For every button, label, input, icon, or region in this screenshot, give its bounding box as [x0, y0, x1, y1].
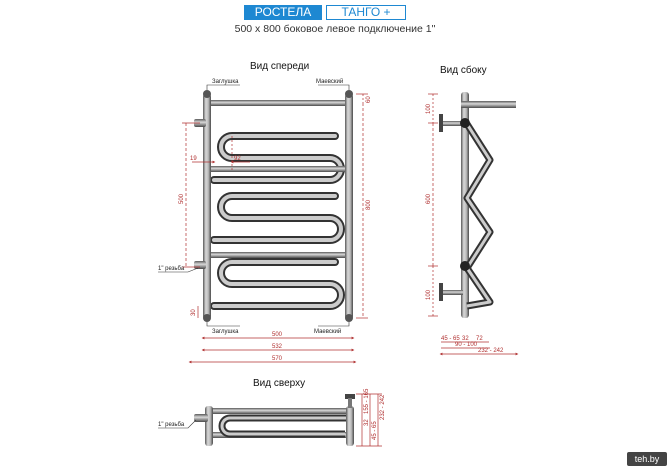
plug-bottom: [203, 314, 211, 322]
mayevsky-valve-top: [345, 90, 353, 98]
top-view-drawing: [158, 393, 382, 447]
side-dim-90-100: 90 - 100: [455, 342, 478, 348]
top-view-right-pipe: [346, 406, 354, 446]
mayevsky-valve-bottom: [345, 314, 353, 322]
brand-label: РОСТЕЛА: [244, 5, 322, 20]
plug-top: [203, 90, 211, 98]
top-view-title: Вид сверху: [253, 378, 306, 389]
side-dim-600: 600: [426, 193, 432, 204]
top-view-thread-label: 1" резьба: [158, 422, 185, 428]
side-bracket-bottom: [441, 290, 463, 295]
front-view-drawing: [158, 84, 368, 364]
top-dim-45-65: 45 - 65: [372, 421, 378, 440]
side-connection-bottom: [460, 261, 470, 271]
side-top-bar: [461, 101, 516, 108]
dim-19: 19: [190, 156, 197, 162]
top-view-left-pipe: [205, 406, 213, 446]
side-bracket-top: [441, 121, 463, 126]
side-dim-72: 72: [476, 336, 483, 342]
side-wall-flange-bottom: [439, 283, 443, 301]
dim-532: 532: [272, 344, 283, 350]
top-view-wall-flange: [345, 394, 355, 399]
side-dim-232-242: 232 - 242: [478, 348, 504, 354]
thread-label: 1" резьба: [158, 266, 185, 272]
plug-bottom-label: Заглушка: [212, 329, 239, 335]
side-view-drawing: [428, 92, 519, 356]
dim-800: 800: [366, 199, 372, 210]
dim-92: 92: [234, 156, 241, 162]
dim-30: 30: [191, 309, 197, 316]
right-upright-pipe: [345, 93, 353, 320]
crossbar-3: [207, 252, 353, 258]
top-dim-155-165: 155 - 165: [364, 388, 370, 414]
side-wall-flange-top: [439, 114, 443, 132]
top-view-coil: [218, 414, 348, 438]
top-crossbar: [207, 100, 353, 106]
watermark-logo: teh.by: [627, 452, 667, 466]
top-view-bar-upper: [208, 408, 352, 414]
top-dim-232-242: 232 - 242: [380, 394, 386, 420]
drawing-subtitle: 500 x 800 боковое левое подключение 1": [234, 23, 436, 35]
front-view-title: Вид спереди: [250, 61, 310, 72]
crossbar-2: [207, 166, 353, 172]
valve-bottom-label: Маевский: [314, 328, 341, 335]
left-upright-pipe: [203, 93, 211, 320]
dim-60: 60: [366, 96, 372, 103]
top-dim-32: 32: [364, 419, 370, 426]
dim-570: 570: [272, 356, 283, 362]
side-dim-100-bottom: 100: [426, 289, 432, 300]
top-view-bracket: [348, 398, 352, 408]
side-connection-top: [460, 118, 470, 128]
dim-500: 500: [272, 332, 283, 338]
side-dim-32: 32: [462, 336, 469, 342]
model-label: ТАНГО +: [326, 5, 406, 20]
top-view-inlet: [194, 414, 208, 422]
side-dim-45-65: 45 - 65: [441, 336, 460, 342]
plug-top-label: Заглушка: [212, 79, 239, 85]
dim-500-vertical: 500: [179, 193, 185, 204]
valve-top-label: Маевский: [316, 78, 343, 85]
side-dim-100-top: 100: [426, 103, 432, 114]
outlet-connection: [194, 261, 206, 269]
side-view-title: Вид сбоку: [440, 65, 487, 76]
